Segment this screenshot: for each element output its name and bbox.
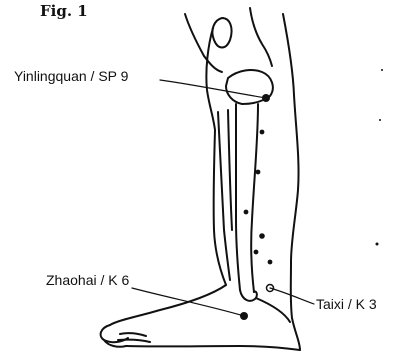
point-marker-sp9 [262,94,270,102]
calcaneus [256,298,290,322]
label-taixi-k3: Taixi / K 3 [316,296,377,312]
foot-dorsum-outline [110,285,226,325]
medial-malleolus [240,290,257,301]
pointer-line-sp9 [160,80,266,98]
figure-title: Fig. 1 [40,2,88,20]
label-yinlingquan-sp9: Yinlingquan / SP 9 [14,68,128,84]
pointer-line-k6 [132,288,244,316]
calf-outline-back [283,14,300,350]
patella [212,18,231,48]
point-marker-k6 [240,312,248,320]
sole-outline [126,346,300,350]
tibia-shaft [236,104,240,290]
pointer-line-k3 [270,288,314,304]
label-zhaohai-k6: Zhaohai / K 6 [46,272,129,288]
shin-outline-front [206,28,226,285]
